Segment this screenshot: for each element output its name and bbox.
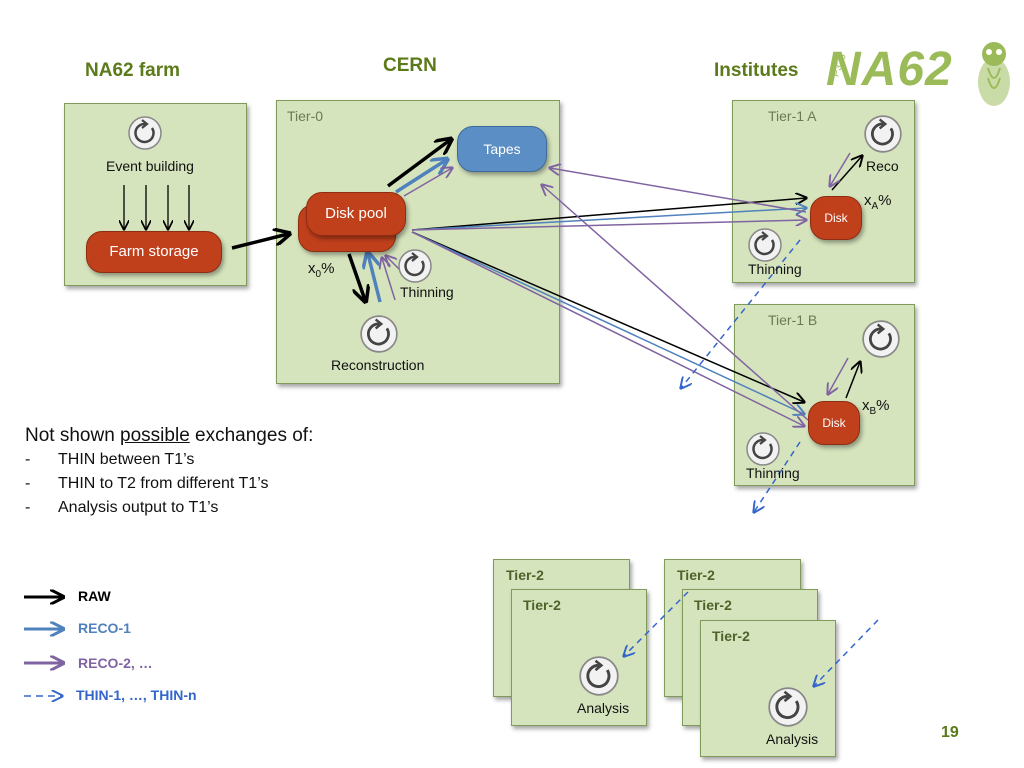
reco1-arrow-to-tier1b [411,231,804,414]
raw-arrow-farm-to-tier0 [231,234,288,250]
reconstruction-label: Reconstruction [331,357,425,373]
process-cycle-icon [862,320,900,358]
note-item: Analysis output to T1’s [58,499,219,516]
tier1a-disk: Disk [810,196,862,240]
thin-arrow-tier1b [754,441,801,512]
reco1-arrow-to-tapes [395,160,446,194]
process-cycle-icon [579,656,619,696]
note-bullet: - [25,499,31,516]
na62-logo: NA62 P326 [826,38,1022,110]
tier1a-label: Tier-1 A [768,108,817,124]
raw-arrow-to-tier1b [411,231,804,402]
raw-arrow-to-reconstruction [347,253,365,300]
tier1b-thinning-label: Thinning [746,465,800,481]
tier2-label: Tier-2 [677,567,715,583]
tier2-label: Tier-2 [506,567,544,583]
thin-arrow-tier2 [814,619,879,686]
heading-institutes: Institutes [714,60,799,81]
logo-text: NA62 [826,43,953,96]
tier1b-fraction: xB% [862,397,890,417]
reco2-arrow-reco-a [830,152,851,186]
reco1-arrow-back [368,254,382,303]
note-item: THIN between T1’s [58,451,195,468]
reco2-arrow-to-tier1b [411,231,804,426]
reco2-arrow-tier1b-to-tapes [542,185,809,421]
note-item: THIN to T2 from different T1’s [58,475,269,492]
raw-arrow-to-reco-b [845,362,860,399]
legend-reco1: RECO-1 [78,620,131,636]
tier1b-disk: Disk [808,401,860,445]
note-bullet: - [25,475,31,492]
page-number: 19 [941,724,959,741]
tier0-fraction: x0% [308,260,335,280]
note-title: Not shown possible exchanges of: [25,425,314,446]
process-cycle-icon [360,315,398,353]
reco2-arrow-to-tapes [403,168,452,197]
tier1a-thinning-label: Thinning [748,261,802,277]
tier2-label: Tier-2 [694,597,732,613]
analysis-label: Analysis [766,731,819,747]
tier2-label: Tier-2 [523,597,561,613]
reco2-arrow-reco-b [828,357,849,394]
reco2-arrow-tier1a-to-tapes [550,168,807,213]
process-cycle-icon [748,228,782,262]
reco2-arrow-to-tier1a [411,220,806,231]
note-bullet: - [25,451,31,468]
process-cycle-icon [128,116,162,150]
tier2-label: Tier-2 [712,628,750,644]
legend-raw: RAW [78,588,111,604]
reco1-arrow-to-tier1a [411,208,806,231]
legend-thin: THIN-1, …, THIN-n [76,687,197,703]
tier1b-label: Tier-1 B [768,312,818,328]
farm-storage: Farm storage [86,231,222,273]
heading-cern: CERN [383,55,437,76]
tapes: Tapes [457,126,547,172]
tier0-thinning-label: Thinning [400,284,454,300]
tier1a-fraction: xA% [864,192,892,212]
heading-na62-farm: NA62 farm [85,60,181,81]
raw-arrow-to-reco-a [831,156,862,191]
legend-reco2: RECO-2, … [78,655,153,671]
thin-arrow-tier2 [624,591,689,656]
event-building-label: Event building [106,158,194,174]
thin-arrow-tier1a [681,239,801,388]
process-cycle-icon [398,249,432,283]
disk-pool: Disk pool [306,192,406,236]
process-cycle-icon [864,115,902,153]
process-cycle-icon [768,687,808,727]
tier0-label: Tier-0 [287,108,324,124]
reco-label: Reco [866,158,899,174]
raw-arrow-to-tapes [386,140,450,188]
raw-arrow-to-tier1a [411,198,806,231]
process-cycle-icon [746,432,780,466]
analysis-label: Analysis [577,700,630,716]
penguin-icon [978,42,1010,106]
reco2-arrow-back [382,258,396,301]
